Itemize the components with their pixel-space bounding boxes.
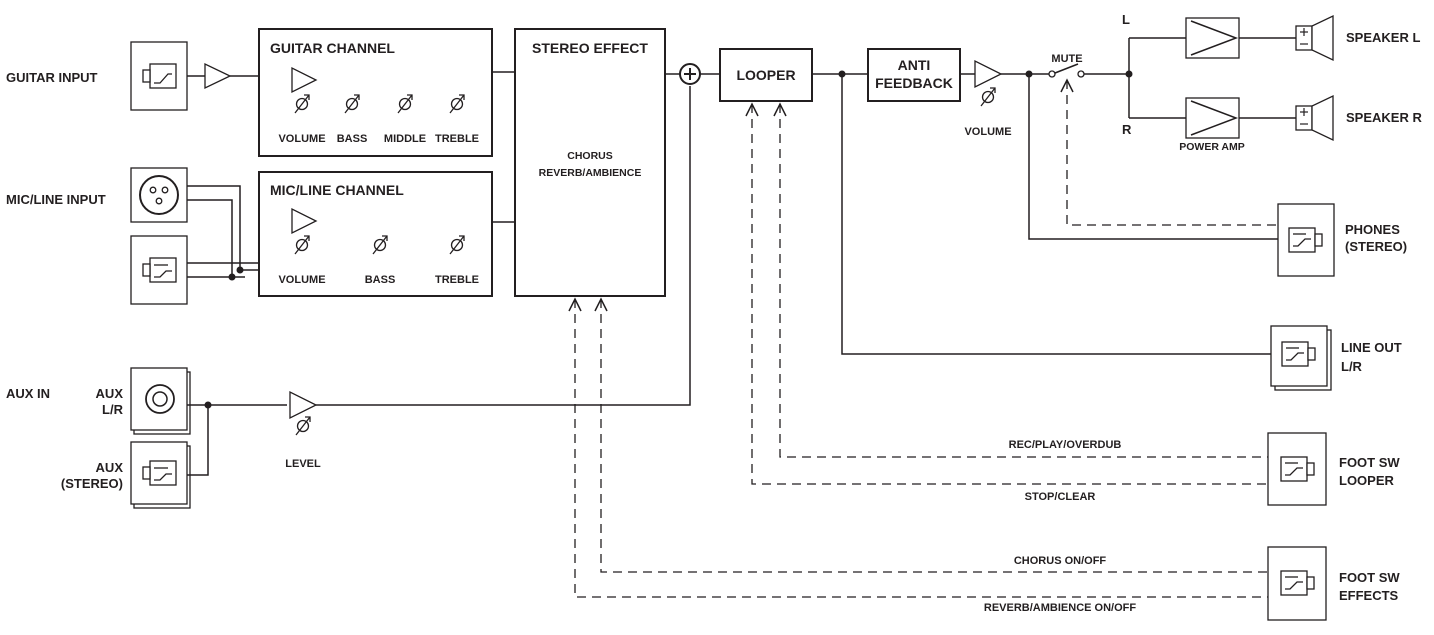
aux-stereo-label-line2: (STEREO) bbox=[61, 476, 123, 491]
mic-knob-volume-label: VOLUME bbox=[278, 274, 325, 286]
phones-output-jack[interactable] bbox=[1277, 203, 1335, 277]
power-amp-l bbox=[1185, 17, 1240, 59]
guitar-knob-middle-label: MIDDLE bbox=[384, 133, 426, 145]
rec-play-overdub-label: REC/PLAY/OVERDUB bbox=[1009, 439, 1122, 451]
chorus-onoff-label: CHORUS ON/OFF bbox=[1014, 555, 1107, 567]
guitar-channel-block: GUITAR CHANNEL VOLUME BASS MIDDLE TREBLE bbox=[258, 28, 493, 157]
foot-sw-effects-line2: EFFECTS bbox=[1339, 588, 1399, 603]
mic-line-input-label: MIC/LINE INPUT bbox=[6, 192, 106, 207]
power-amp-r bbox=[1185, 97, 1240, 139]
mute-switch[interactable]: MUTE bbox=[1048, 53, 1085, 78]
aux-lr-label-line2: L/R bbox=[102, 402, 124, 417]
foot-sw-looper-line1: FOOT SW bbox=[1339, 455, 1400, 470]
phones-label-line2: (STEREO) bbox=[1345, 239, 1407, 254]
power-amp-label: POWER AMP bbox=[1179, 141, 1245, 153]
stereo-effect-chorus: CHORUS bbox=[567, 150, 613, 162]
master-volume-label: VOLUME bbox=[964, 126, 1011, 138]
line-out-label-line1: LINE OUT bbox=[1341, 340, 1402, 355]
stop-clear-label: STOP/CLEAR bbox=[1025, 491, 1096, 503]
aux-stereo-jack[interactable] bbox=[130, 441, 191, 509]
speaker-r-label: SPEAKER R bbox=[1346, 110, 1422, 125]
foot-sw-looper-line2: LOOPER bbox=[1339, 473, 1395, 488]
phones-label-line1: PHONES bbox=[1345, 222, 1400, 237]
mic-knob-bass-label: BASS bbox=[365, 274, 396, 286]
guitar-input-jack[interactable] bbox=[130, 41, 188, 111]
stereo-effect-reverb: REVERB/AMBIENCE bbox=[539, 167, 642, 179]
aux-stereo-label-line1: AUX bbox=[96, 460, 124, 475]
summing-node-icon bbox=[679, 63, 701, 85]
anti-feedback-block: ANTI FEEDBACK bbox=[867, 48, 961, 102]
mic-line-channel-title: MIC/LINE CHANNEL bbox=[270, 182, 404, 198]
channel-r-label: R bbox=[1122, 122, 1132, 137]
mic-knob-treble-label: TREBLE bbox=[435, 274, 479, 286]
aux-level-amp-icon bbox=[289, 390, 318, 420]
aux-level-label: LEVEL bbox=[285, 458, 321, 470]
speaker-r-icon bbox=[1295, 94, 1334, 142]
aux-rca-jack[interactable] bbox=[130, 367, 191, 435]
mute-label: MUTE bbox=[1051, 53, 1082, 65]
mic-line-input-section: MIC/LINE INPUT bbox=[6, 167, 259, 305]
line-out-jack[interactable] bbox=[1270, 325, 1332, 391]
anti-feedback-line2: FEEDBACK bbox=[875, 75, 953, 91]
guitar-knob-treble-label: TREBLE bbox=[435, 133, 479, 145]
master-volume-amp-icon bbox=[974, 59, 1003, 89]
looper-block: LOOPER bbox=[719, 48, 813, 102]
stereo-effect-title: STEREO EFFECT bbox=[532, 40, 648, 56]
aux-in-label: AUX IN bbox=[6, 386, 50, 401]
guitar-volume-amp-icon bbox=[291, 66, 318, 94]
guitar-knob-volume-label: VOLUME bbox=[278, 133, 325, 145]
guitar-channel-title: GUITAR CHANNEL bbox=[270, 40, 395, 56]
phone-input-jack[interactable] bbox=[130, 235, 188, 305]
guitar-input-section: GUITAR INPUT bbox=[6, 41, 259, 111]
aux-level-knob-icon[interactable] bbox=[295, 416, 311, 436]
foot-sw-looper-jack[interactable] bbox=[1267, 432, 1327, 506]
guitar-preamp-icon bbox=[204, 62, 232, 90]
line-out-label-line2: L/R bbox=[1341, 359, 1363, 374]
aux-lr-label-line1: AUX bbox=[96, 386, 124, 401]
speaker-l-label: SPEAKER L bbox=[1346, 30, 1420, 45]
guitar-input-label: GUITAR INPUT bbox=[6, 70, 98, 85]
master-volume-knob-icon[interactable] bbox=[980, 87, 996, 107]
mic-line-channel-block: MIC/LINE CHANNEL VOLUME BASS TREBLE bbox=[258, 171, 493, 297]
reverb-onoff-label: REVERB/AMBIENCE ON/OFF bbox=[984, 602, 1136, 614]
stereo-effect-block: STEREO EFFECT CHORUS REVERB/AMBIENCE bbox=[514, 28, 666, 297]
xlr-input-jack[interactable] bbox=[130, 167, 188, 223]
guitar-knob-bass-label: BASS bbox=[337, 133, 368, 145]
foot-sw-effects-line1: FOOT SW bbox=[1339, 570, 1400, 585]
looper-label: LOOPER bbox=[736, 67, 795, 83]
anti-feedback-line1: ANTI bbox=[898, 57, 931, 73]
channel-l-label: L bbox=[1122, 12, 1130, 27]
aux-input-section: AUX IN AUX L/R AUX (STEREO) LEVEL bbox=[6, 86, 691, 509]
foot-sw-effects-jack[interactable] bbox=[1267, 546, 1327, 621]
speaker-l-icon bbox=[1295, 14, 1334, 62]
mic-volume-amp-icon bbox=[291, 207, 318, 235]
